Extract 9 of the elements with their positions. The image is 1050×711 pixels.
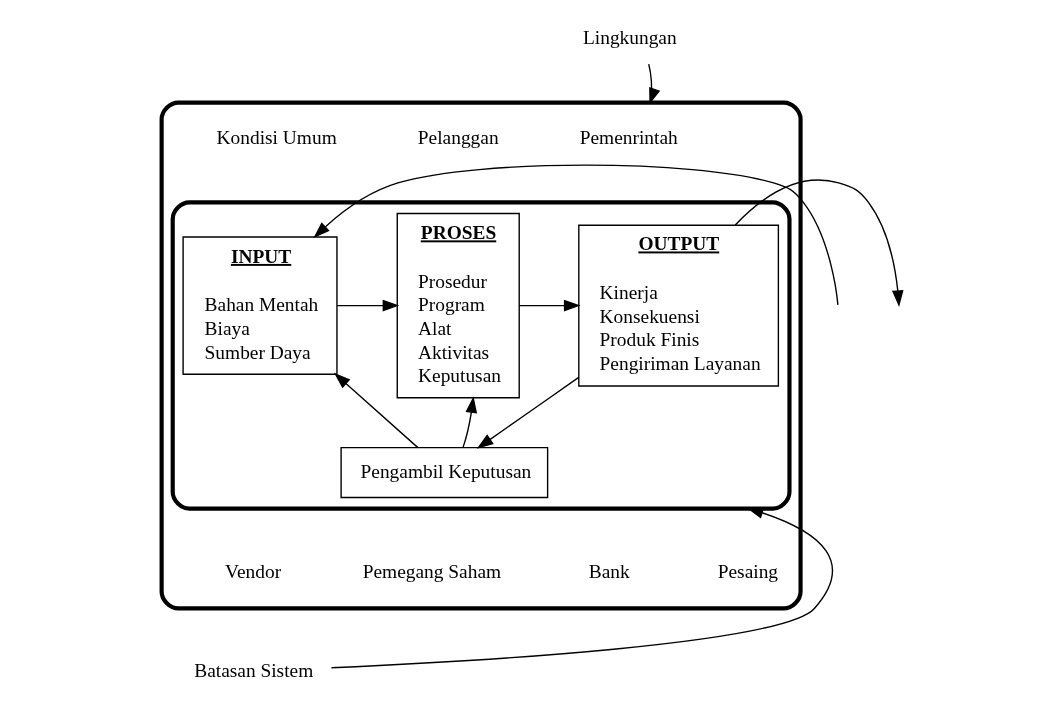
node-text: Batasan Sistem — [194, 660, 314, 682]
label: Kondisi Umum — [216, 126, 337, 148]
label: Vendor — [225, 560, 282, 582]
node-text: Lingkungan — [582, 26, 677, 48]
label: Bank — [588, 560, 630, 582]
label: Pelanggan — [417, 126, 499, 148]
label: Pemegang Saham — [362, 560, 502, 582]
label: Pemenrintah — [579, 126, 678, 148]
label: Pesaing — [717, 560, 779, 582]
